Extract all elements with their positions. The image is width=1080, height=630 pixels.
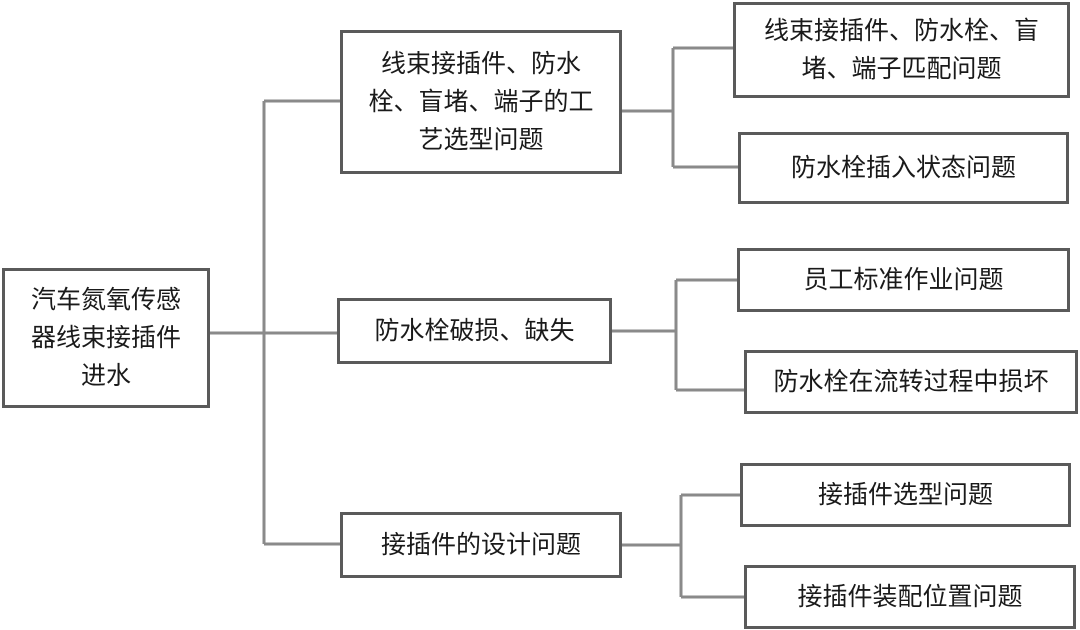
- sub-cause-text-1-2: 防水栓插入状态问题: [790, 153, 1016, 182]
- cause-box-2: 防水栓破损、缺失: [337, 298, 612, 364]
- sub-cause-box-1-1: 线束接插件、防水栓、盲堵、端子匹配问题: [733, 2, 1070, 98]
- sub-cause-box-3-2: 接插件装配位置问题: [744, 565, 1076, 629]
- sub-cause-text-1-1: 线束接插件、防水栓、盲堵、端子匹配问题: [763, 16, 1039, 83]
- sub-cause-box-2-1: 员工标准作业问题: [737, 248, 1070, 312]
- cause-box-3: 接插件的设计问题: [340, 512, 622, 578]
- sub-cause-box-3-1: 接插件选型问题: [740, 463, 1071, 527]
- sub-cause-text-3-1: 接插件选型问题: [817, 480, 993, 509]
- cause-text-1: 线束接插件、防水栓、盲堵、端子的工艺选型问题: [368, 49, 594, 154]
- root-problem-box: 汽车氮氧传感器线束接插件进水: [2, 268, 210, 408]
- cause-box-1: 线束接插件、防水栓、盲堵、端子的工艺选型问题: [340, 30, 622, 174]
- sub-cause-text-2-2: 防水栓在流转过程中损坏: [773, 367, 1049, 396]
- root-problem-text: 汽车氮氧传感器线束接插件进水: [30, 285, 181, 390]
- cause-text-2: 防水栓破损、缺失: [374, 316, 575, 345]
- cause-text-3: 接插件的设计问题: [380, 530, 581, 559]
- sub-cause-box-1-2: 防水栓插入状态问题: [738, 132, 1069, 204]
- sub-cause-box-2-2: 防水栓在流转过程中损坏: [744, 350, 1078, 414]
- sub-cause-text-3-2: 接插件装配位置问题: [797, 582, 1023, 611]
- sub-cause-text-2-1: 员工标准作业问题: [803, 265, 1004, 294]
